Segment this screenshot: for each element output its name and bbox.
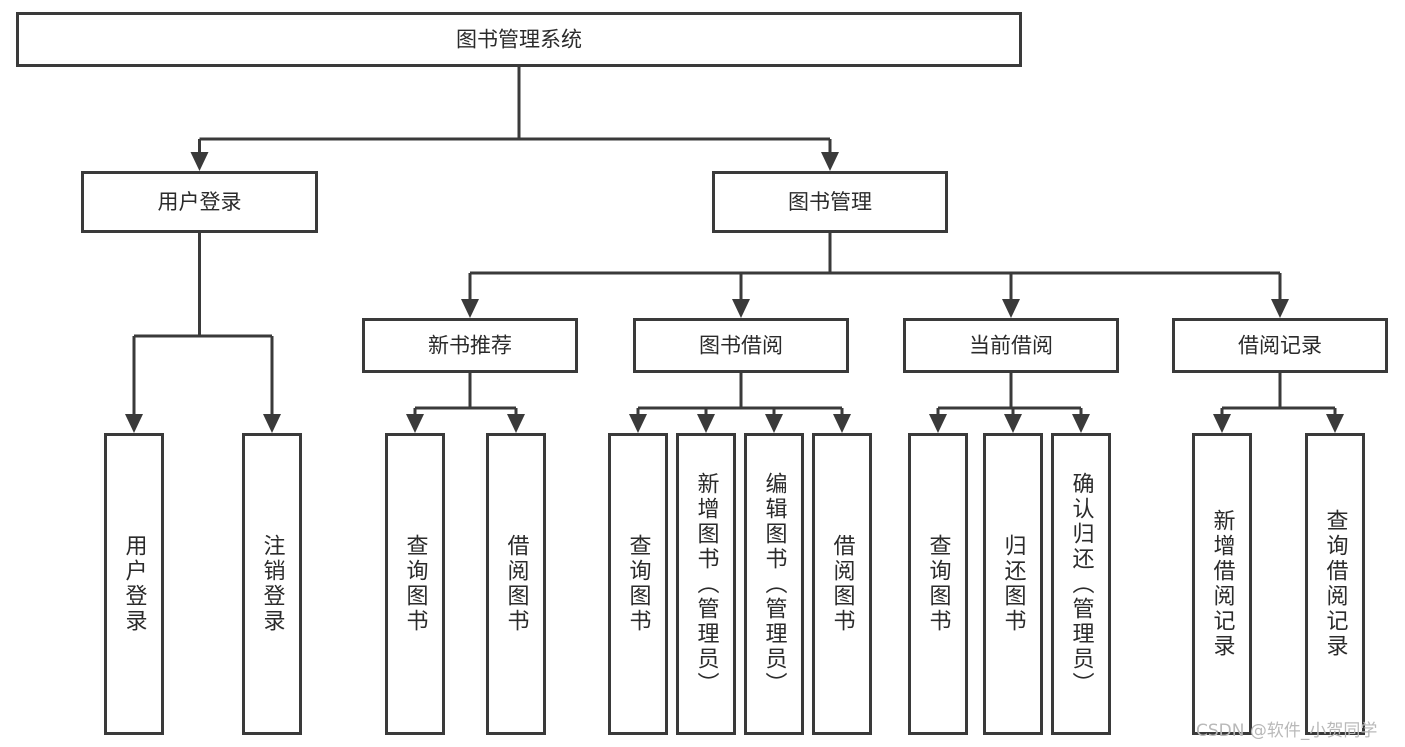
node-box-leaf-query-book-recommend[interactable]: [385, 433, 445, 735]
node-label-borrow-record: 借阅记录: [1238, 334, 1322, 358]
node-label-book-borrow: 图书借阅: [699, 334, 783, 358]
node-box-leaf-edit-book[interactable]: [744, 433, 804, 735]
node-box-leaf-query-book-borrow[interactable]: [608, 433, 668, 735]
boxes-layer: [16, 12, 1388, 735]
node-box-borrow-record[interactable]: [1172, 318, 1388, 373]
node-box-leaf-borrow-book[interactable]: [812, 433, 872, 735]
arrow-head-icon-leaf-add-book: [697, 414, 715, 433]
node-label-user-login: 用户登录: [158, 190, 242, 214]
arrow-head-icon-leaf-confirm-return: [1072, 414, 1090, 433]
arrow-head-icon-leaf-query-book-recommend: [406, 414, 424, 433]
node-label-current-borrow: 当前借阅: [969, 334, 1053, 358]
node-box-leaf-return-book[interactable]: [983, 433, 1043, 735]
node-label-root: 图书管理系统: [456, 28, 582, 52]
arrow-head-icon-user-login: [190, 152, 209, 171]
node-box-leaf-borrow-book-recommend[interactable]: [486, 433, 546, 735]
arrow-head-icon-leaf-borrow-book-recommend: [507, 414, 525, 433]
arrow-head-icon-new-book-recommend: [461, 299, 479, 318]
arrow-head-icon-leaf-query-book-borrow: [629, 414, 647, 433]
arrow-head-icon-current-borrow: [1002, 299, 1020, 318]
node-box-leaf-query-book-current[interactable]: [908, 433, 968, 735]
node-box-leaf-logout[interactable]: [242, 433, 302, 735]
node-box-book-borrow[interactable]: [633, 318, 849, 373]
node-box-root[interactable]: [16, 12, 1022, 67]
arrow-head-icon-leaf-add-borrow-record: [1213, 414, 1231, 433]
arrow-head-icon-borrow-record: [1271, 299, 1289, 318]
watermark-text: CSDN @软件_小贺同学: [1196, 721, 1378, 741]
node-box-user-login[interactable]: [81, 171, 318, 233]
node-box-leaf-query-borrow-record[interactable]: [1305, 433, 1365, 735]
arrow-head-icon-leaf-query-borrow-record: [1326, 414, 1344, 433]
node-box-book-manage[interactable]: [712, 171, 948, 233]
arrow-head-icon-leaf-return-book: [1004, 414, 1022, 433]
node-box-current-borrow[interactable]: [903, 318, 1119, 373]
arrow-head-icon-book-borrow: [732, 299, 750, 318]
arrow-head-icon-leaf-edit-book: [765, 414, 783, 433]
node-label-new-book-recommend: 新书推荐: [428, 334, 512, 358]
node-label-book-manage: 图书管理: [788, 190, 872, 214]
arrow-head-icon-leaf-logout: [263, 414, 281, 433]
arrow-head-icon-leaf-borrow-book: [833, 414, 851, 433]
node-box-leaf-add-borrow-record[interactable]: [1192, 433, 1252, 735]
node-box-leaf-user-login[interactable]: [104, 433, 164, 735]
node-box-new-book-recommend[interactable]: [362, 318, 578, 373]
node-box-leaf-add-book[interactable]: [676, 433, 736, 735]
edges-layer: [125, 67, 1344, 433]
arrow-head-icon-leaf-query-book-current: [929, 414, 947, 433]
node-box-leaf-confirm-return[interactable]: [1051, 433, 1111, 735]
arrow-head-icon-book-manage: [821, 152, 839, 171]
arrow-head-icon-leaf-user-login: [125, 414, 143, 433]
